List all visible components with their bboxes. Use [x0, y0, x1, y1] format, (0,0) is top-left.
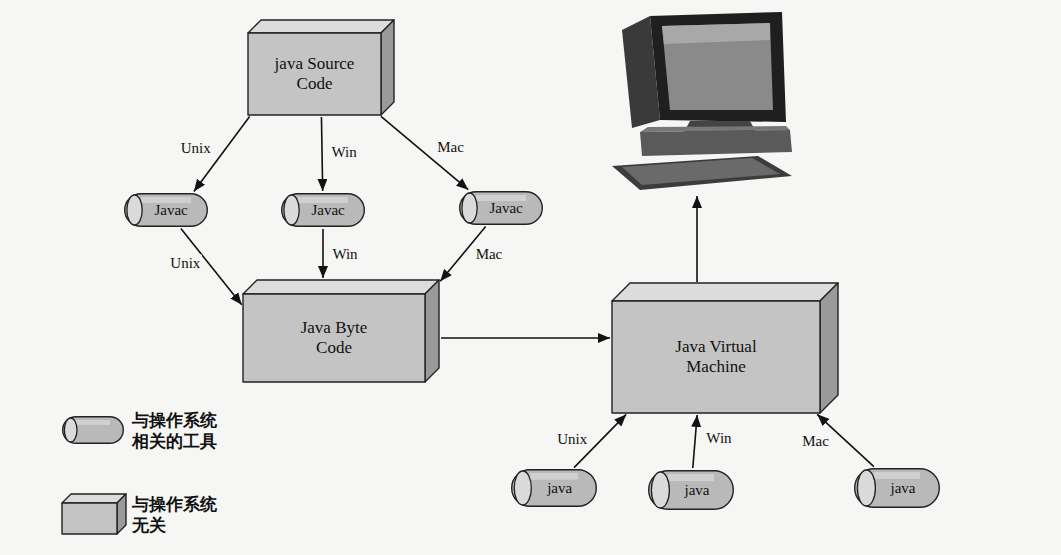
- platform-label: Mac: [474, 245, 505, 262]
- flow-arrow: [693, 415, 697, 468]
- monitor-screen: [662, 23, 773, 110]
- platform-label: Win: [330, 245, 359, 262]
- cylinder-body: [649, 471, 734, 510]
- os-tool-cylinder: Javac: [281, 193, 365, 227]
- box-side-face: [425, 280, 439, 382]
- node-face: java: [670, 470, 724, 510]
- os-tool-cylinder: Javac: [124, 193, 208, 227]
- tool-label: java: [891, 480, 916, 497]
- screen-glare: [662, 23, 770, 44]
- box-front-face: [612, 301, 820, 413]
- tool-label: java: [685, 482, 710, 499]
- platform-independent-box: Java Byte Code: [243, 280, 439, 382]
- box-label: java Source Code: [269, 54, 361, 95]
- box-top-face: [612, 283, 838, 301]
- node-face: java Source Code: [248, 33, 381, 115]
- keyboard-keys: [622, 158, 780, 185]
- tool-label: Javac: [154, 202, 187, 219]
- cylinder-end: [651, 472, 669, 508]
- node-face: Javac: [300, 193, 357, 227]
- legend-sample: [62, 416, 124, 444]
- legend-sample: [62, 494, 126, 534]
- cylinder-highlight: [874, 472, 920, 479]
- flow-arrow: [381, 116, 468, 189]
- tool-label: Javac: [311, 202, 344, 219]
- cylinder-end: [462, 193, 477, 223]
- box-front-face: [62, 503, 117, 534]
- box-front-face: [243, 294, 425, 382]
- node-face: java: [876, 468, 930, 508]
- cylinder-end: [64, 418, 77, 442]
- cylinder-end: [514, 471, 531, 505]
- cylinder-body: [282, 194, 365, 227]
- node-face: Java Byte Code: [243, 294, 425, 382]
- cylinder-end: [127, 195, 142, 225]
- node-face: java: [532, 469, 588, 507]
- platform-label: Win: [329, 144, 358, 161]
- flow-arrow: [322, 229, 324, 278]
- legend-text: 与操作系统 无关: [132, 494, 227, 537]
- cylinder-highlight: [76, 420, 110, 425]
- box-label: Java Byte Code: [288, 318, 380, 359]
- cylinder-body: [63, 417, 124, 444]
- cylinder-highlight: [530, 473, 578, 480]
- box-label: Java Virtual Machine: [650, 337, 782, 378]
- platform-label: Mac: [800, 432, 831, 449]
- box-top-face: [243, 280, 439, 294]
- cylinder-body: [460, 192, 543, 225]
- system-unit: [640, 130, 792, 156]
- platform-label: Mac: [435, 139, 466, 156]
- computer-illustration: [612, 12, 792, 190]
- box-top-face: [248, 20, 394, 33]
- flow-arrow: [321, 117, 322, 191]
- run-arrow: [696, 196, 698, 282]
- box-front-face: [248, 33, 381, 115]
- tool-label: java: [547, 480, 572, 497]
- flow-arrow: [441, 337, 610, 339]
- cylinder-body: [125, 194, 208, 227]
- cylinder-end: [857, 470, 875, 506]
- node-face: Javac: [478, 191, 535, 225]
- platform-independent-box: Java Virtual Machine: [612, 283, 838, 413]
- platform-independent-box: java Source Code: [248, 20, 394, 115]
- os-tool-cylinder: java: [854, 468, 940, 508]
- box-side-face: [381, 20, 394, 115]
- platform-label: Unix: [555, 431, 589, 448]
- node-face: Javac: [143, 193, 200, 227]
- os-tool-cylinder: Javac: [459, 191, 543, 225]
- box-side-face: [117, 494, 126, 534]
- cylinder-highlight: [668, 474, 714, 481]
- node-face: Java Virtual Machine: [612, 301, 820, 413]
- os-tool-cylinder: java: [648, 470, 734, 510]
- cylinder-body: [855, 469, 940, 508]
- box-top-face: [62, 494, 126, 503]
- cylinder-end: [284, 195, 299, 225]
- monitor-frame: [650, 12, 786, 122]
- cylinder-body: [512, 470, 597, 507]
- legend-text: 与操作系统 相关的工具: [132, 410, 227, 453]
- platform-label: Win: [704, 429, 733, 446]
- os-tool-cylinder: java: [511, 469, 597, 507]
- platform-label: Unix: [168, 254, 202, 271]
- keyboard: [612, 156, 792, 190]
- tool-label: Javac: [489, 200, 522, 217]
- box-side-face: [820, 283, 838, 413]
- platform-label: Unix: [179, 140, 213, 157]
